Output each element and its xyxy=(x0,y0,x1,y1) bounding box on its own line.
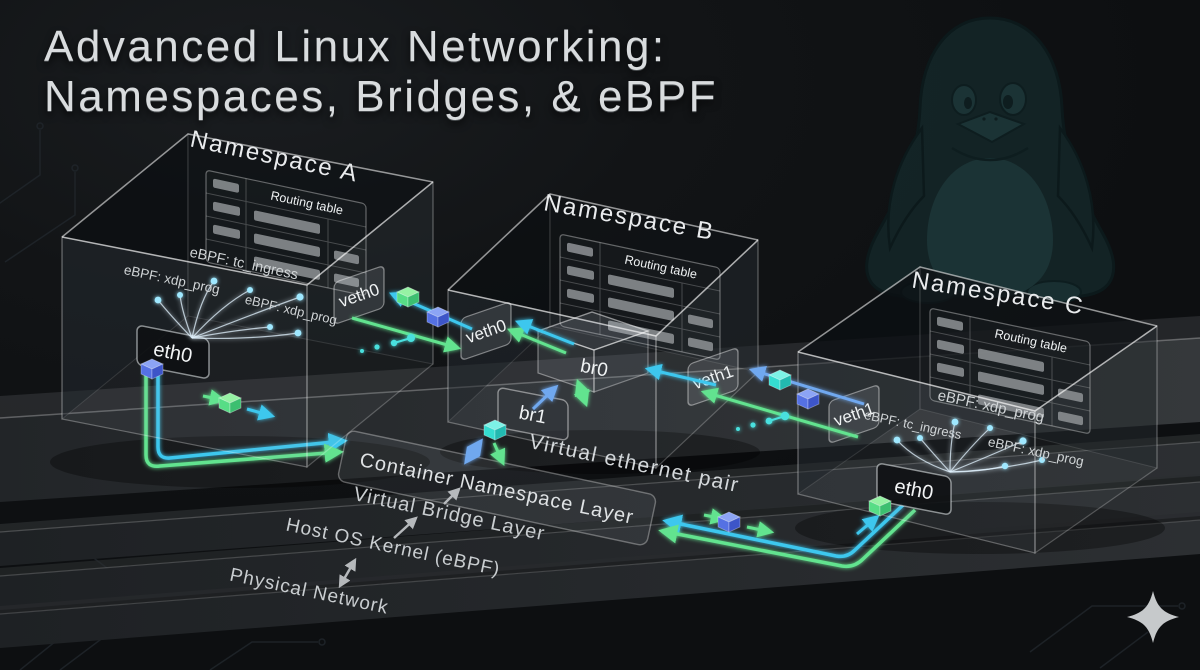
bridge-slab-edge xyxy=(0,441,1200,533)
arrow-br1-down-blue-double xyxy=(464,438,483,465)
packet-dot-trails xyxy=(360,334,790,431)
ns-c-rim-back xyxy=(797,266,1158,353)
br0-label: br0 xyxy=(579,356,610,382)
bridge-slab-surface xyxy=(0,434,1200,532)
veth1-c-tab: veth1 xyxy=(828,385,880,443)
ns-c-interior xyxy=(798,267,1157,411)
platform-face xyxy=(0,338,1200,502)
packet-cubes xyxy=(140,286,892,533)
routing-table-a: Routing table xyxy=(205,170,367,296)
mini-arrow-green-right-path-2 xyxy=(746,521,775,538)
ns-a-interior xyxy=(62,134,433,285)
veth0-b-tab: veth0 xyxy=(460,302,512,360)
kernel-slab-face xyxy=(0,482,1200,610)
eth0-c-tab: eth0 xyxy=(876,463,952,515)
packet-cube-green-eth0c xyxy=(868,495,892,517)
veth0-a-tab: veth0 xyxy=(333,266,385,324)
title-line-2: Namespaces, Bridges, & eBPF xyxy=(44,72,718,121)
tux-nostril-left xyxy=(982,117,986,121)
packet-cube-blue-rightpath xyxy=(717,511,741,533)
packet-path-left-green xyxy=(144,366,344,469)
arrow-br1-down-green xyxy=(490,442,506,467)
packet-path-right xyxy=(658,503,917,569)
ns-c-rim-front xyxy=(797,325,1158,412)
physical-slab-face xyxy=(0,520,1200,648)
tux-nostril-right xyxy=(994,117,998,121)
arrow-a-to-b-green xyxy=(351,316,462,353)
ebpf-fiber-bundle-c xyxy=(893,418,1045,473)
tux-beak xyxy=(955,110,1027,144)
tux-pupil-left xyxy=(964,97,972,109)
tux-belly xyxy=(927,158,1053,298)
br1-label: br1 xyxy=(517,403,548,429)
packet-path-right-cyan xyxy=(662,503,905,559)
arrow-physical-kernel xyxy=(338,557,357,589)
packet-cube-green-ab xyxy=(396,286,420,308)
ns-a-rim-front xyxy=(61,181,434,286)
routing-table-c: Routing table xyxy=(929,308,1091,434)
tux-eye-left xyxy=(951,84,977,116)
packet-path-left-cyan xyxy=(156,366,348,460)
mini-arrow-cyan-left-path xyxy=(246,404,276,421)
fiber-dots-c xyxy=(893,418,1045,470)
arrow-br0-to-veth0b-cyan xyxy=(514,319,575,346)
dot-trail-bc xyxy=(736,411,790,431)
packet-cube-teal-bc xyxy=(768,369,792,391)
layer-link-arrows xyxy=(338,487,461,589)
tux-pupil-right xyxy=(1003,95,1013,109)
tux-wing-left xyxy=(887,124,926,253)
tux-penguin-icon xyxy=(865,16,1116,304)
packet-cube-teal-br1 xyxy=(483,419,507,441)
ns-b-interior xyxy=(448,194,758,336)
namespace-c-box: Routing table Namespace C xyxy=(797,266,1158,555)
routing-table-b: Routing table xyxy=(559,234,721,360)
sparkle-star-icon xyxy=(1127,591,1179,643)
arrow-kernel-bridge xyxy=(393,516,418,539)
packet-cube-blue-eth0a xyxy=(140,358,164,380)
arrow-bridge-container xyxy=(443,487,461,505)
physical-slab-edge xyxy=(0,519,1200,615)
veth1-b-tab: veth1 xyxy=(687,348,739,406)
arrow-br0-br1-green-double xyxy=(573,378,591,408)
kernel-slab-edge xyxy=(0,481,1200,577)
title-line-1: Advanced Linux Networking: xyxy=(44,22,667,71)
dot-trail-ab xyxy=(360,334,415,353)
ebpf-fiber-bundle-a xyxy=(154,277,304,340)
packet-path-left xyxy=(144,366,348,469)
packet-cube-blue-ab xyxy=(426,306,450,328)
physical-slab-surface xyxy=(0,512,1200,614)
arrow-veth1b-to-br0-cyan xyxy=(644,363,717,387)
ns-b-rim-back xyxy=(447,193,759,291)
packet-cube-blue-bc xyxy=(796,388,820,410)
mini-arrow-cyan-eth0c xyxy=(856,514,880,536)
tux-smile xyxy=(951,146,1029,162)
br0-top-face xyxy=(535,311,651,351)
page-title: Advanced Linux Networking: Namespaces, B… xyxy=(44,22,718,122)
br1-label-tab: br1 xyxy=(497,387,569,441)
tux-wing-right xyxy=(1056,124,1095,253)
arrow-c-to-b-green xyxy=(700,387,859,439)
ns-a-rim-back xyxy=(61,133,434,238)
arrow-br1-to-br0-blue xyxy=(531,384,559,411)
fiber-dots-a xyxy=(154,277,304,337)
ns-b-rim-front xyxy=(447,239,759,337)
packet-path-right-green xyxy=(658,508,917,569)
packet-cube-green-leftpath xyxy=(218,392,242,414)
